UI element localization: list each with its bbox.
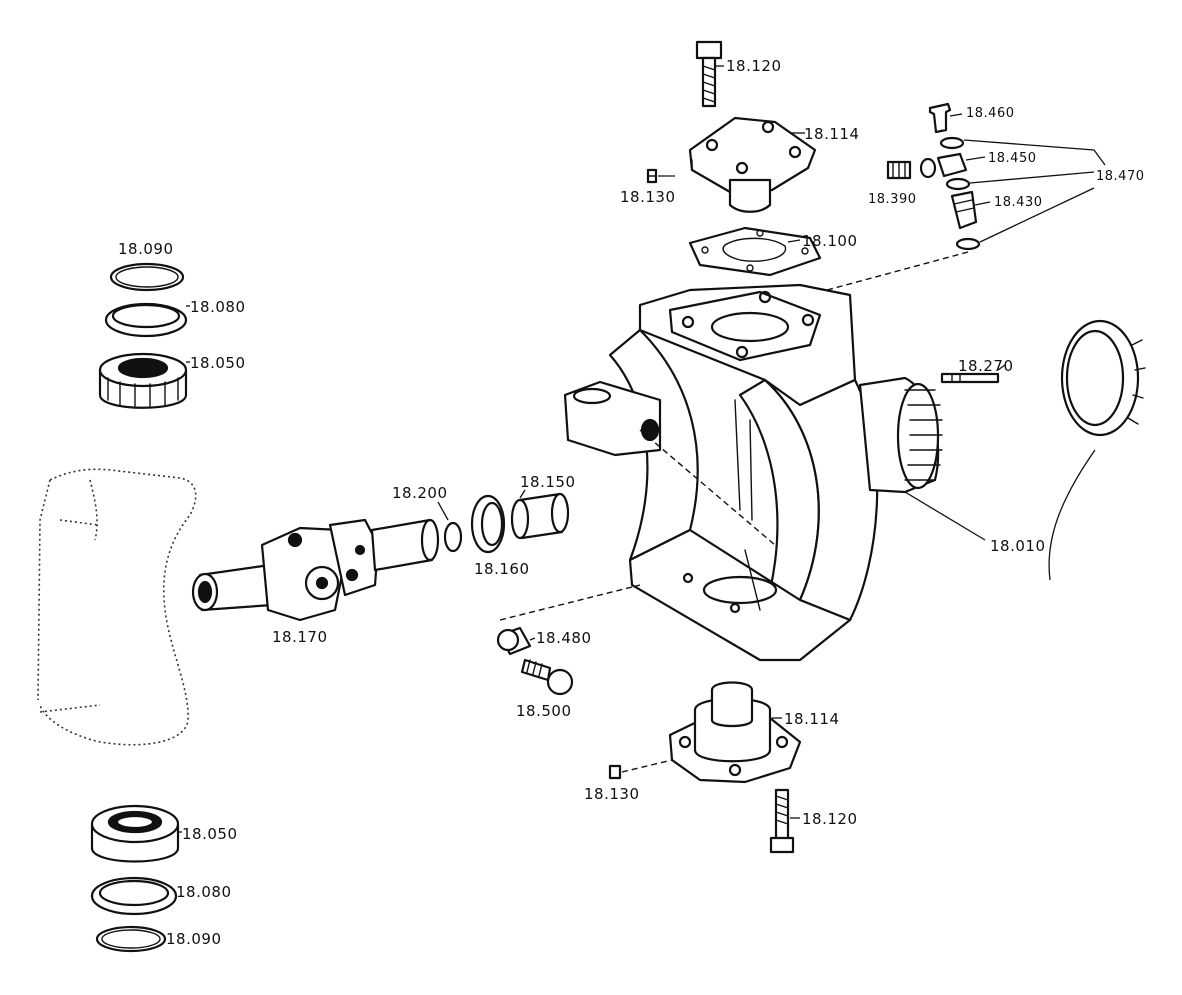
label-18470: 18.470: [1096, 169, 1145, 184]
nipple-18390: [886, 160, 912, 180]
label-18120-bottom: 18.120: [802, 810, 858, 828]
bearing-18050-bottom: [90, 804, 180, 863]
axle-housing: [37, 468, 197, 746]
pin-18270: [940, 372, 1000, 384]
label-18500: 18.500: [516, 702, 572, 720]
label-18114-top: 18.114: [804, 125, 860, 143]
bolt-18120-bottom: [769, 788, 795, 854]
washer-18470-a: [939, 136, 965, 150]
label-18090-bottom: 18.090: [166, 930, 222, 948]
label-18150: 18.150: [520, 473, 576, 491]
label-18160: 18.160: [474, 560, 530, 578]
label-18460: 18.460: [966, 106, 1015, 121]
seal-ring-18080-bottom: [90, 876, 178, 916]
o-ring-18200: [443, 521, 463, 553]
fitting-18450: [919, 152, 968, 179]
label-18430: 18.430: [994, 195, 1043, 210]
screw-18130-bottom: [608, 764, 622, 780]
label-18080-bottom: 18.080: [176, 883, 232, 901]
bearing-18050-top: [98, 352, 188, 409]
label-18390: 18.390: [868, 192, 917, 207]
kingpin-cap-18114-top: [688, 116, 817, 213]
label-18200: 18.200: [392, 484, 448, 502]
label-18090-top: 18.090: [118, 240, 174, 258]
seal-18160: [470, 494, 506, 554]
label-18130-bottom: 18.130: [584, 785, 640, 803]
label-18450: 18.450: [988, 151, 1037, 166]
seal-ring-large: [1060, 319, 1146, 437]
label-18050-bottom: 18.050: [182, 825, 238, 843]
plug-18480: [496, 626, 532, 656]
label-18130-top: 18.130: [620, 188, 676, 206]
fitting-18430: [950, 190, 978, 230]
label-18114-bottom: 18.114: [784, 710, 840, 728]
steering-knuckle-18010: [563, 283, 943, 662]
label-18100: 18.100: [802, 232, 858, 250]
universal-joint-18170: [191, 518, 440, 622]
label-18480: 18.480: [536, 629, 592, 647]
label-18170: 18.170: [272, 628, 328, 646]
seal-ring-18080-top: [104, 302, 188, 338]
screw-18130-top: [646, 168, 658, 184]
washer-18470-b: [945, 177, 971, 191]
gasket-18100: [688, 226, 822, 277]
snap-ring-18090-top: [109, 262, 185, 292]
snap-ring-18090-bottom: [95, 925, 167, 953]
kingpin-cap-18114-bottom: [668, 681, 802, 784]
bolt-18120-top: [695, 40, 723, 108]
label-18270: 18.270: [958, 357, 1014, 375]
label-18120-top: 18.120: [726, 57, 782, 75]
label-18050-top: 18.050: [190, 354, 246, 372]
label-18080-top: 18.080: [190, 298, 246, 316]
washer-18470-c: [955, 237, 981, 251]
label-18010: 18.010: [990, 537, 1046, 555]
bushing-18150: [510, 492, 570, 540]
bolt-18500: [520, 658, 574, 696]
screw-18460: [928, 102, 952, 134]
